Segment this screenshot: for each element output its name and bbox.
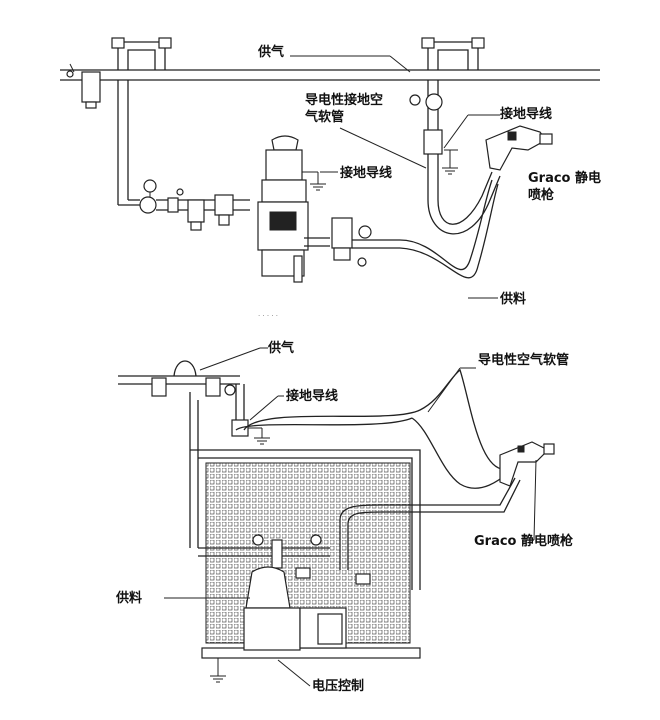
bottom-label-gun: Graco 静电喷枪: [474, 534, 574, 549]
bottom-label-fluid-supply: 供料: [116, 591, 143, 606]
drop-line-left: [117, 80, 145, 206]
air-supply-pipe-bottom: [118, 360, 249, 437]
bottom-label-conductive-hose: 导电性空气软管: [478, 353, 570, 368]
bottom-label-ground-wire: 接地导线: [286, 389, 339, 404]
ground-symbol-gun: [442, 149, 458, 175]
fluid-regulator: [331, 217, 400, 267]
ground-symbol-base: [210, 658, 226, 683]
bottom-leader-lines: [164, 347, 537, 687]
top-label-ground-wire-pump: 接地导线: [340, 166, 393, 181]
top-label-fluid-supply: 供料: [500, 292, 527, 307]
bottom-label-air-supply: 供气: [268, 341, 295, 356]
booth-frame: [189, 392, 421, 659]
conductive-air-hose: [409, 80, 501, 235]
top-label-air-supply: 供气: [258, 45, 285, 60]
bottom-label-voltage-control: 电压控制: [312, 679, 365, 694]
top-leader-lines: [290, 55, 500, 299]
top-label-gun: Graco 静电喷枪: [528, 171, 602, 203]
pump-bottom: [198, 534, 371, 651]
top-label-conductive-hose: 导电性接地空气软管: [305, 93, 384, 125]
spray-gun-bottom: [499, 441, 555, 487]
top-label-ground-wire-gun: 接地导线: [500, 107, 553, 122]
spray-gun-top: [485, 125, 553, 171]
ground-symbol-pump: [302, 171, 326, 191]
top-diagram: . . . . .: [60, 37, 600, 318]
faded-caption-fragment: . . . . .: [258, 310, 278, 318]
air-filter-left: [66, 63, 101, 109]
air-supply-main-pipe: [60, 37, 600, 81]
ground-symbol-bottom: [248, 427, 270, 445]
conductive-air-hose-bottom: [235, 368, 513, 489]
fluid-hose-top: [399, 179, 499, 279]
fluid-hose-bottom: [339, 477, 521, 570]
bottom-diagram: [118, 347, 555, 687]
paint-pump: [257, 135, 330, 283]
air-regulator-assembly: [139, 179, 250, 231]
